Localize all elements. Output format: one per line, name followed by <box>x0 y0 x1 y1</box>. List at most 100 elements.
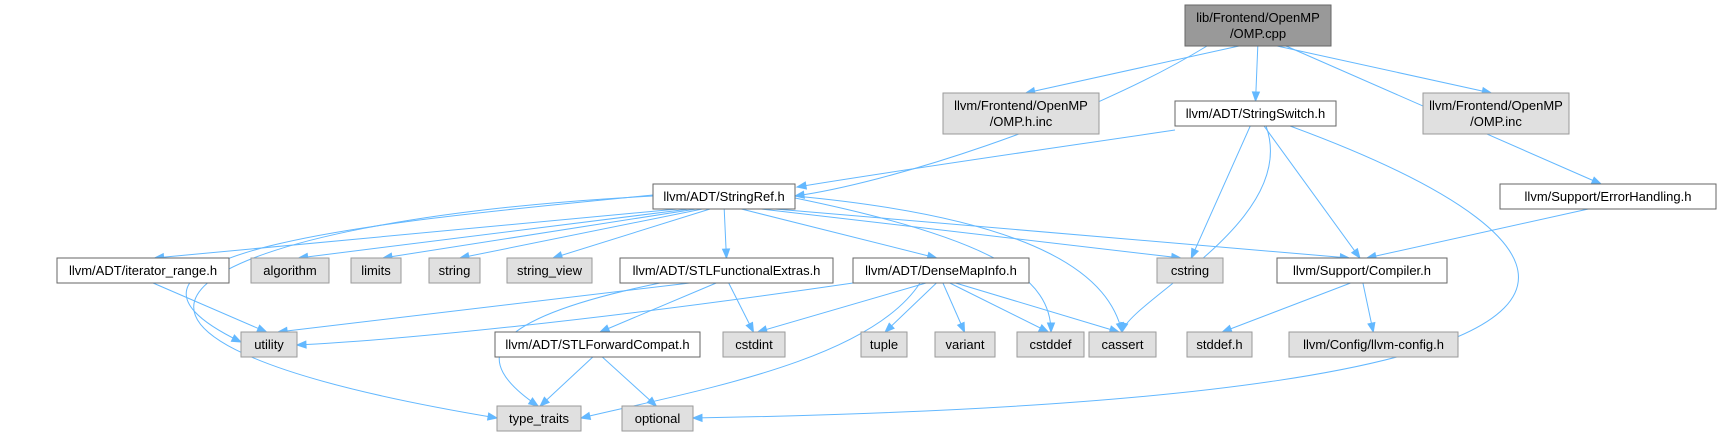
node-box <box>1288 331 1459 358</box>
node-densemapinfo[interactable]: llvm/ADT/DenseMapInfo.h <box>852 257 1030 284</box>
edge-stlforward-to-type_traits <box>539 356 594 407</box>
edge-stringref-to-cassert <box>794 195 1124 334</box>
edge-stringref-to-algorithm <box>297 208 690 262</box>
node-box <box>860 331 908 358</box>
node-type_traits: type_traits <box>496 405 582 432</box>
node-optional: optional <box>621 405 694 432</box>
node-label: llvm/ADT/iterator_range.h <box>69 263 217 278</box>
node-label: llvm/Frontend/OpenMP <box>954 98 1088 113</box>
node-utility: utility <box>240 331 298 358</box>
node-llvm_config: llvm/Config/llvm-config.h <box>1288 331 1459 358</box>
node-box <box>1174 100 1337 127</box>
edge-stringswitch-to-cassert <box>1120 125 1271 334</box>
edge-densemapinfo-to-tuple <box>884 282 937 333</box>
edge-errorhandling-to-compiler <box>1365 208 1589 261</box>
node-variant: variant <box>934 331 996 358</box>
node-box <box>1276 257 1448 284</box>
edge-densemapinfo-to-cstdint <box>756 282 927 334</box>
edge-stringswitch-to-cstring <box>1190 125 1251 260</box>
edge-densemapinfo-to-utility <box>295 282 854 349</box>
edge-stringref-to-string <box>458 208 703 261</box>
edge-stringref-to-stlfunctional <box>721 208 731 260</box>
node-box <box>506 257 593 284</box>
node-cassert: cassert <box>1088 331 1157 358</box>
edge-stringref-to-type_traits <box>193 195 654 421</box>
node-box <box>852 257 1030 284</box>
edge-stringswitch-to-optional <box>691 125 1519 423</box>
node-box <box>56 257 230 284</box>
node-compiler[interactable]: llvm/Support/Compiler.h <box>1276 257 1448 284</box>
edge-densemapinfo-to-cassert <box>955 282 1121 334</box>
nodes-layer: lib/Frontend/OpenMP/OMP.cpp llvm/Frontend… <box>56 4 1717 432</box>
node-errorhandling[interactable]: llvm/Support/ErrorHandling.h <box>1499 183 1717 210</box>
node-box <box>1156 257 1224 284</box>
node-stringref[interactable]: llvm/ADT/StringRef.h <box>652 183 796 210</box>
edge-stlfunctional-to-stlforward <box>598 282 717 333</box>
edge-compiler-to-stddef_h <box>1221 282 1351 333</box>
node-box <box>934 331 996 358</box>
node-box <box>350 257 402 284</box>
node-label: /OMP.h.inc <box>990 114 1053 129</box>
edge-stringref-to-compiler <box>774 208 1351 262</box>
edge-stringref-to-utility <box>185 194 654 343</box>
node-omp_inc: llvm/Frontend/OpenMP/OMP.inc <box>1422 92 1570 135</box>
edges-layer <box>152 45 1603 423</box>
node-box <box>722 331 786 358</box>
node-label: cstdint <box>735 337 773 352</box>
node-omp_cpp: lib/Frontend/OpenMP/OMP.cpp <box>1184 4 1332 47</box>
node-label: algorithm <box>263 263 316 278</box>
node-box <box>619 257 834 284</box>
node-limits: limits <box>350 257 402 284</box>
node-string: string <box>428 257 481 284</box>
node-label: limits <box>361 263 391 278</box>
edge-omp_cpp-to-omp_inc <box>1276 45 1493 96</box>
edge-stringswitch-to-compiler <box>1263 125 1361 260</box>
node-box <box>240 331 298 358</box>
node-stddef_h: stddef.h <box>1186 331 1253 358</box>
node-box <box>1016 331 1085 358</box>
edge-stlfunctional-to-cstdint <box>728 282 755 334</box>
node-algorithm: algorithm <box>250 257 330 284</box>
node-label: llvm/ADT/StringRef.h <box>663 189 784 204</box>
node-stringswitch[interactable]: llvm/ADT/StringSwitch.h <box>1174 100 1337 127</box>
node-label: utility <box>254 337 284 352</box>
node-label: stddef.h <box>1196 337 1242 352</box>
node-label: llvm/Frontend/OpenMP <box>1429 98 1563 113</box>
node-box <box>428 257 481 284</box>
node-label: cstddef <box>1030 337 1072 352</box>
node-box <box>1186 331 1253 358</box>
edge-stlforward-to-optional <box>601 356 658 407</box>
node-cstddef: cstddef <box>1016 331 1085 358</box>
node-stlforward[interactable]: llvm/ADT/STLForwardCompat.h <box>494 331 701 358</box>
node-box <box>1422 92 1570 135</box>
node-box <box>496 405 582 432</box>
node-iterator_range[interactable]: llvm/ADT/iterator_range.h <box>56 257 230 284</box>
node-tuple: tuple <box>860 331 908 358</box>
node-label: llvm/ADT/STLFunctionalExtras.h <box>633 263 821 278</box>
node-label: variant <box>945 337 984 352</box>
edge-stringref-to-densemapinfo <box>741 208 938 260</box>
edge-stlfunctional-to-utility <box>276 282 690 336</box>
node-label: llvm/Config/llvm-config.h <box>1303 337 1444 352</box>
node-label: type_traits <box>509 411 569 426</box>
node-label: string_view <box>517 263 583 278</box>
node-label: string <box>439 263 471 278</box>
node-stlfunctional[interactable]: llvm/ADT/STLFunctionalExtras.h <box>619 257 834 284</box>
edge-stringswitch-to-stringref <box>795 129 1176 190</box>
edge-compiler-to-llvm_config <box>1362 282 1376 334</box>
edge-stringref-to-cstring <box>761 208 1183 262</box>
node-cstring: cstring <box>1156 257 1224 284</box>
node-label: llvm/ADT/DenseMapInfo.h <box>865 263 1017 278</box>
node-box <box>621 405 694 432</box>
node-omp_h_inc: llvm/Frontend/OpenMP/OMP.h.inc <box>942 92 1100 135</box>
node-box <box>1088 331 1157 358</box>
node-label: llvm/ADT/STLForwardCompat.h <box>505 337 689 352</box>
node-box <box>942 92 1100 135</box>
node-label: llvm/ADT/StringSwitch.h <box>1186 106 1325 121</box>
edge-omp_cpp-to-stringswitch <box>1251 45 1261 103</box>
node-cstdint: cstdint <box>722 331 786 358</box>
node-box <box>1499 183 1717 210</box>
node-label: /OMP.inc <box>1470 114 1522 129</box>
node-label: /OMP.cpp <box>1230 26 1286 41</box>
